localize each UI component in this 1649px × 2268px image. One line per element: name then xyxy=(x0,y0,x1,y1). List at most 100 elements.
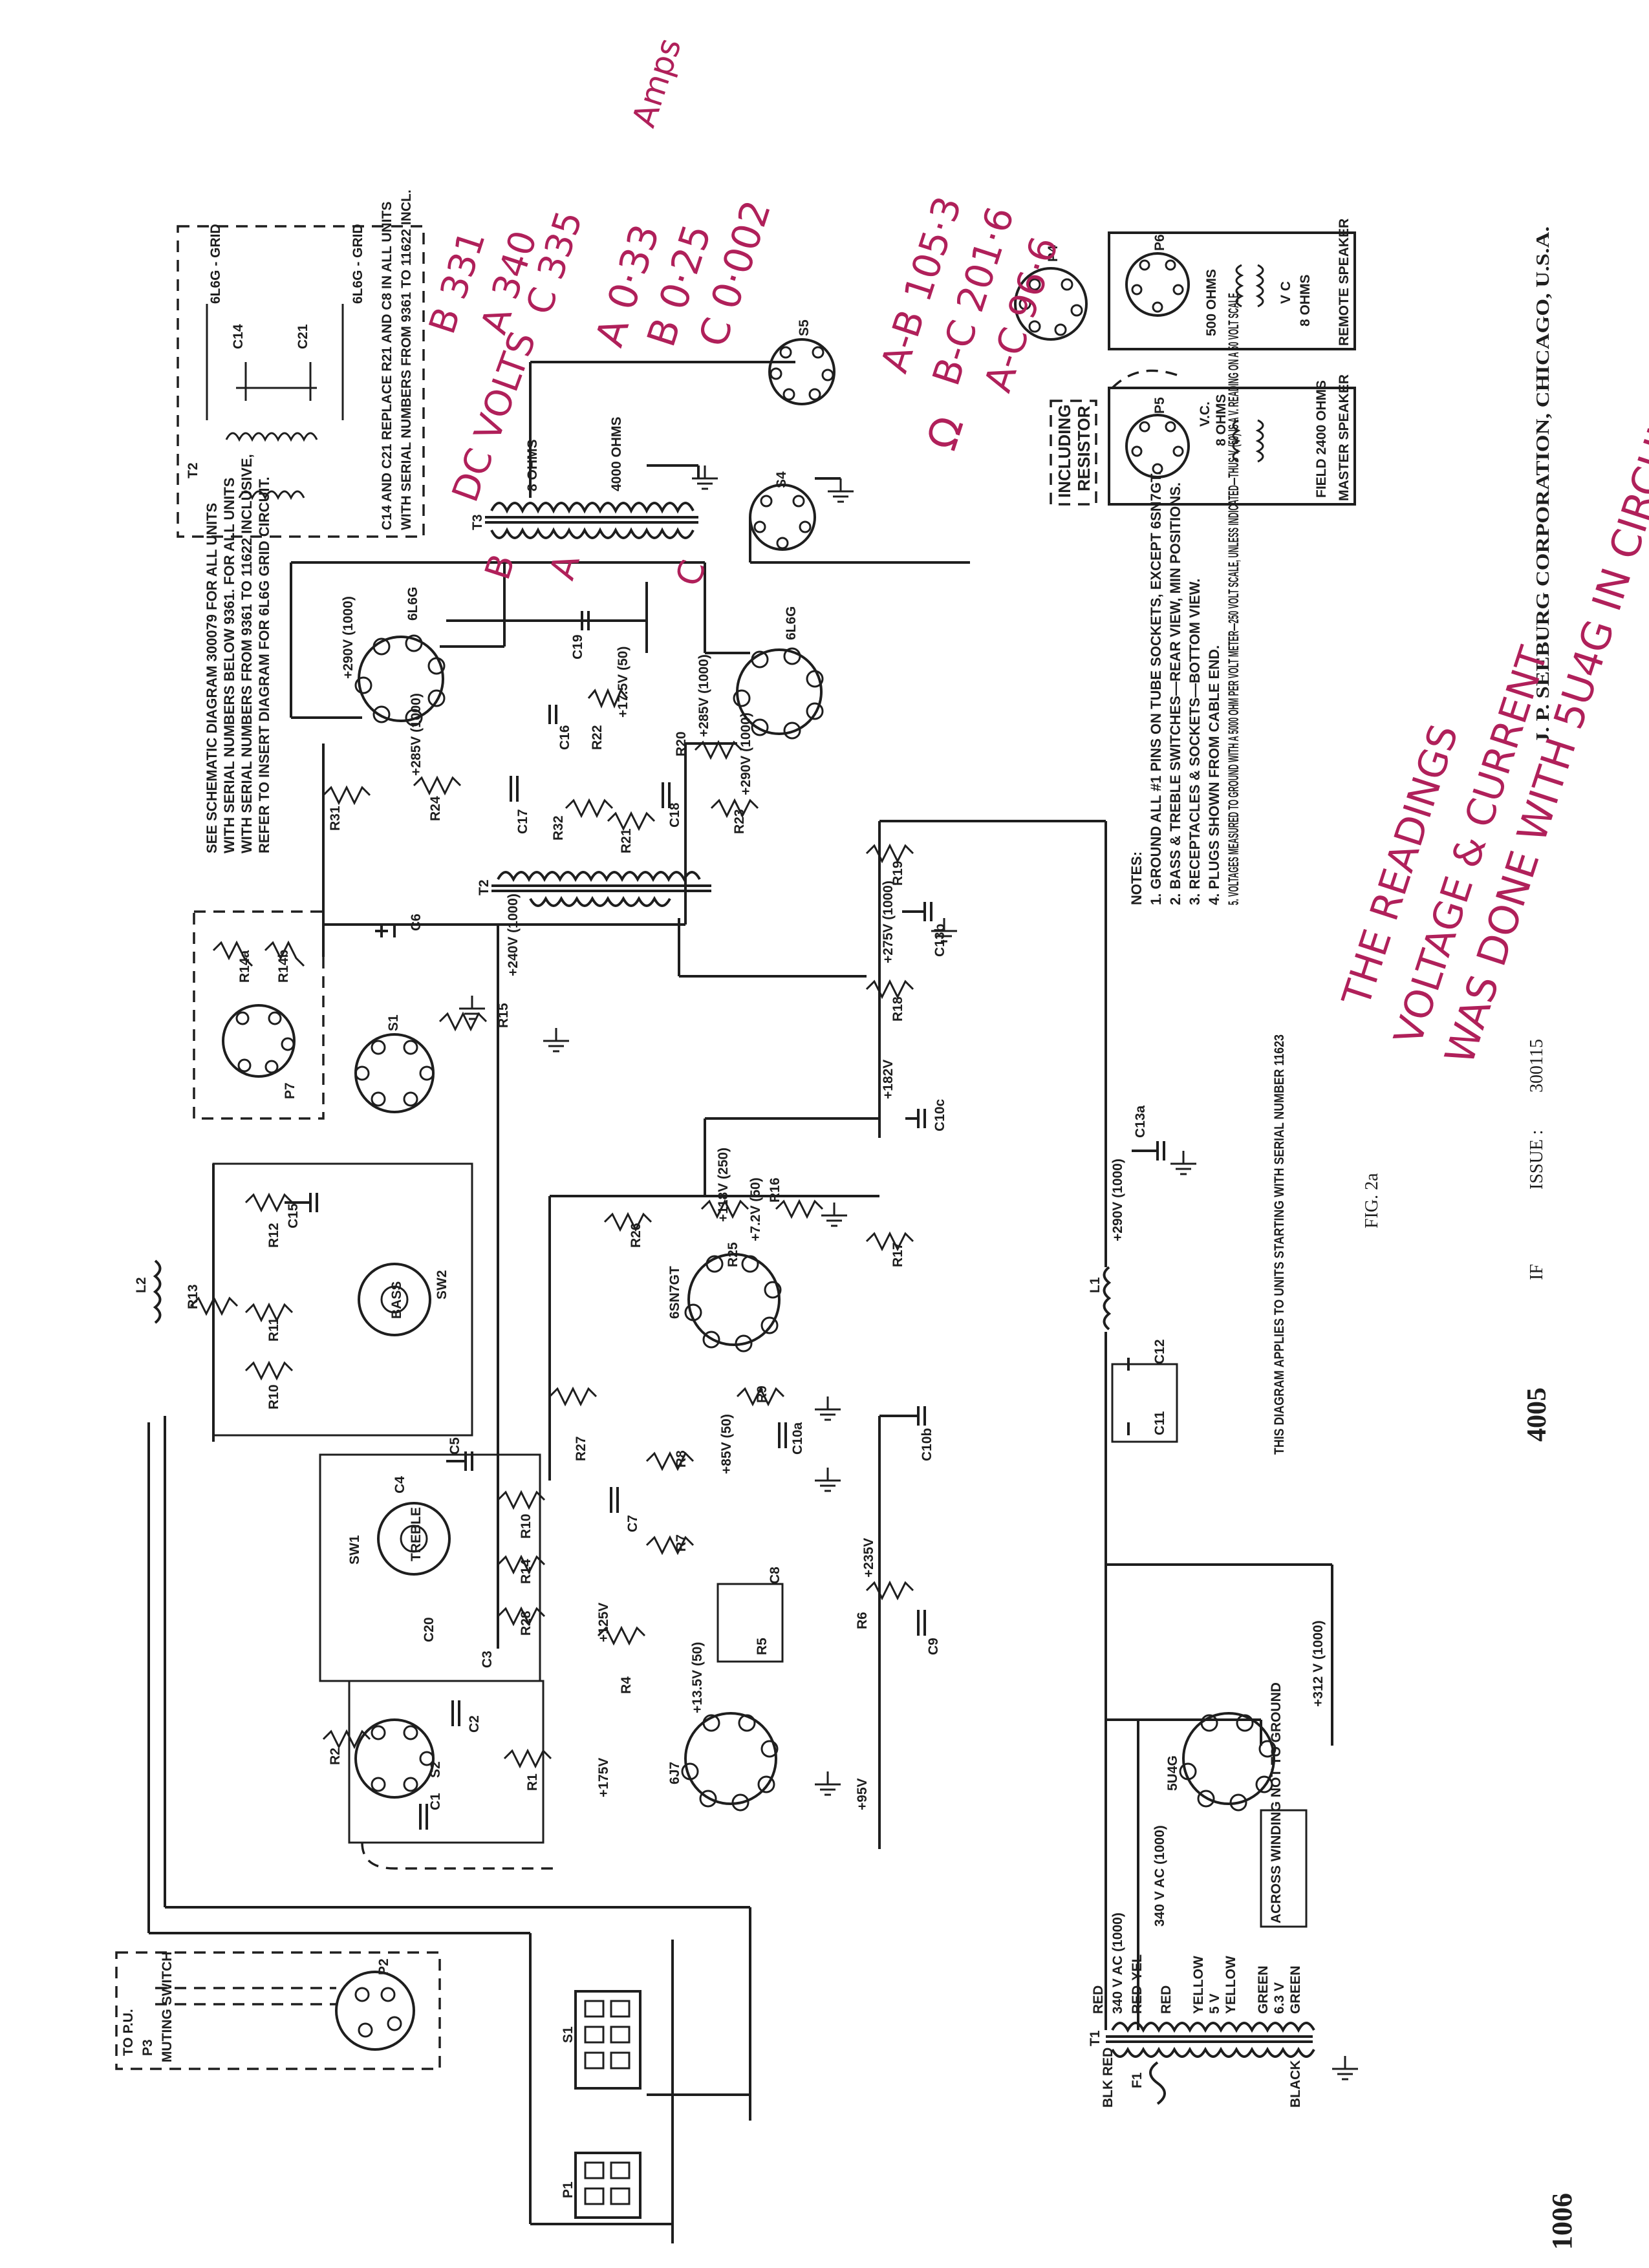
r7-label: R7 xyxy=(674,1534,689,1552)
tube-6sn7gt-label: 6SN7GT xyxy=(667,1266,682,1319)
issue-label: ISSUE : xyxy=(1527,1129,1547,1190)
wire-340vac2-label: 340 V AC (1000) xyxy=(1152,1825,1167,1927)
v235-label: +235V xyxy=(861,1538,876,1578)
r19-label: R19 xyxy=(890,861,905,886)
tube-6sn7gt: 6SN7GT +118V (250) R25 R16 +7.2V (50) R2… xyxy=(548,1118,914,1481)
r15-label: R15 xyxy=(496,1003,511,1028)
s1-label: S1 xyxy=(386,1014,401,1031)
page-footer: THIS DIAGRAM APPLIES TO UNITS STARTING W… xyxy=(1272,226,1578,2250)
r16-label: R16 xyxy=(768,1177,782,1203)
socket-s4: S4 xyxy=(749,471,970,564)
remote-500-ohms: 500 OHMS xyxy=(1204,269,1219,336)
model-number: 4005 xyxy=(1522,1387,1552,1442)
l1-label: L1 xyxy=(1088,1277,1103,1293)
r14a-label: R14a xyxy=(237,950,252,983)
r9-label: R9 xyxy=(755,1385,770,1403)
c3-label: C3 xyxy=(480,1651,495,1668)
r32-label: R32 xyxy=(551,815,566,840)
company-name: J. P. SEEBURG CORPORATION, CHICAGO, U.S.… xyxy=(1533,226,1553,744)
c17-label: C17 xyxy=(515,809,530,834)
v240-label: +240V (1000) xyxy=(506,893,521,976)
v182-label: +182V xyxy=(881,1060,896,1099)
r18-label: R18 xyxy=(890,996,905,1022)
left-wiring xyxy=(147,1416,751,2243)
wire-5v-label: 5 V xyxy=(1207,1993,1222,2014)
c7-label: C7 xyxy=(625,1515,640,1532)
v85-label: +85V (50) xyxy=(719,1414,734,1474)
p2-label: P2 xyxy=(376,1958,391,1975)
note-4: 4. PLUGS SHOWN FROM CABLE END. xyxy=(1206,645,1222,905)
insert-c14-label: C14 xyxy=(231,324,246,349)
to-pu-label: TO P.U. xyxy=(121,2009,136,2056)
t3-4000ohm-label: 4000 OHMS xyxy=(609,416,624,491)
tube-6j7: 6J7 R8 C7 R7 C8 R5 +235V R6 C9 R4 +125V … xyxy=(596,1416,941,1849)
c1-label: C1 xyxy=(428,1793,443,1810)
r25-label: R25 xyxy=(726,1242,740,1267)
insert-t2-label: T2 xyxy=(186,462,200,478)
schematic-note-line-1: SEE SCHEMATIC DIAGRAM 300079 FOR ALL UNI… xyxy=(204,503,220,853)
p3-label: P3 xyxy=(140,2039,155,2056)
wire-yellow-label: YELLOW xyxy=(1191,1956,1206,2014)
c20-label: C20 xyxy=(422,1617,436,1642)
wire-blk-red-label: BLK RED xyxy=(1101,2048,1116,2108)
c4-label: C4 xyxy=(393,1476,407,1493)
note-2: 2. BASS & TREBLE SWITCHES—REAR VIEW, MIN… xyxy=(1167,482,1183,905)
v125-label: +125V xyxy=(596,1603,611,1642)
c9-label: C9 xyxy=(926,1638,941,1655)
c8-label: C8 xyxy=(768,1567,782,1584)
schematic-note-line-3: WITH SERIAL NUMBERS FROM 9361 TO 11622 I… xyxy=(239,454,255,853)
remote-8-ohms: 8 OHMS xyxy=(1298,274,1313,326)
plug-p4: P4 xyxy=(1014,245,1088,341)
r31-label: R31 xyxy=(328,806,343,831)
hand-ohm: Ω xyxy=(918,411,973,456)
p7-label: P7 xyxy=(283,1082,297,1099)
r2-label: R2 xyxy=(328,1748,343,1765)
treble-label: TREBLE xyxy=(409,1507,424,1561)
note-1: 1. GROUND ALL #1 PINS ON TUBE SOCKETS, E… xyxy=(1148,471,1164,905)
treble-switch-sw1: TREBLE SW1 C5 C4 R10 R14 R28 C20 C3 R27 xyxy=(319,1386,598,1682)
p1-label: P1 xyxy=(561,2181,576,2198)
c12-label: C12 xyxy=(1152,1339,1167,1364)
t1-label: T1 xyxy=(1088,2030,1103,2046)
r21-label: R21 xyxy=(619,828,634,853)
notes-heading: NOTES: xyxy=(1128,851,1145,905)
master-vc-8-ohms: 8 OHMS xyxy=(1214,394,1229,446)
tube-6l6g-top-label: 6L6G xyxy=(405,586,420,621)
v275-label: +275V (1000) xyxy=(881,881,896,963)
applies-note: THIS DIAGRAM APPLIES TO UNITS STARTING W… xyxy=(1272,1034,1287,1455)
hand-tap-c: C xyxy=(667,555,714,591)
c19-label: C19 xyxy=(570,634,585,659)
handwritten-annotations: DC VOLTS B 331 A 340 C 335 Amps A 0·33 B… xyxy=(421,34,1649,1070)
hand-tap-a: A xyxy=(541,549,587,584)
c10a-label: C10a xyxy=(790,1422,805,1455)
v175-label: +175V xyxy=(596,1758,611,1797)
input-section: S2 R2 R1 C2 C1 xyxy=(322,1680,556,1870)
r26-label: R26 xyxy=(629,1223,643,1248)
v72-label: +7.2V (50) xyxy=(748,1177,763,1241)
r5-label: R5 xyxy=(755,1638,770,1655)
figure-label: FIG. 2a xyxy=(1362,1173,1382,1228)
sw1-label: SW1 xyxy=(347,1535,362,1565)
issue-prefix: IF xyxy=(1527,1264,1547,1280)
driver-transformer-t2: T2 C6 +240V (1000) xyxy=(375,871,867,1649)
v285-top-label: +285V (1000) xyxy=(409,693,424,776)
bass-switch-sw2: BASS SW2 R12 R11 R10 R13 L2 C15 xyxy=(134,1162,473,1442)
including-label: INCLUDING xyxy=(1055,405,1074,498)
r12-label: R12 xyxy=(266,1223,281,1248)
c6-label: C6 xyxy=(409,914,424,931)
master-field-label: FIELD 2400 OHMS xyxy=(1314,380,1329,498)
v290-top-label: +290V (1000) xyxy=(341,596,356,679)
c5-label: C5 xyxy=(447,1437,462,1455)
remote-vc-label: V C xyxy=(1278,281,1293,304)
v95-label: +95V xyxy=(855,1778,870,1810)
r22-label: R22 xyxy=(590,725,605,750)
note-3: 3. RECEPTACLES & SOCKETS—BOTTOM VIEW. xyxy=(1187,579,1203,905)
plug-p7-box: P7 R14a R14b xyxy=(193,910,325,1120)
schematic-note-line-4: REFER TO INSERT DIAGRAM FOR 6L6G GRID CI… xyxy=(256,476,272,853)
p5-label: P5 xyxy=(1152,397,1167,414)
insert-caption-2: WITH SERIAL NUMBERS FROM 9361 TO 11622 I… xyxy=(399,189,414,530)
power-filter: C10b L1 +290V (1000) C13a C12 C11 xyxy=(879,821,1178,1565)
r1-label: R1 xyxy=(525,1773,540,1791)
issue-number: 300115 xyxy=(1527,1039,1547,1093)
r8-label: R8 xyxy=(674,1450,689,1468)
